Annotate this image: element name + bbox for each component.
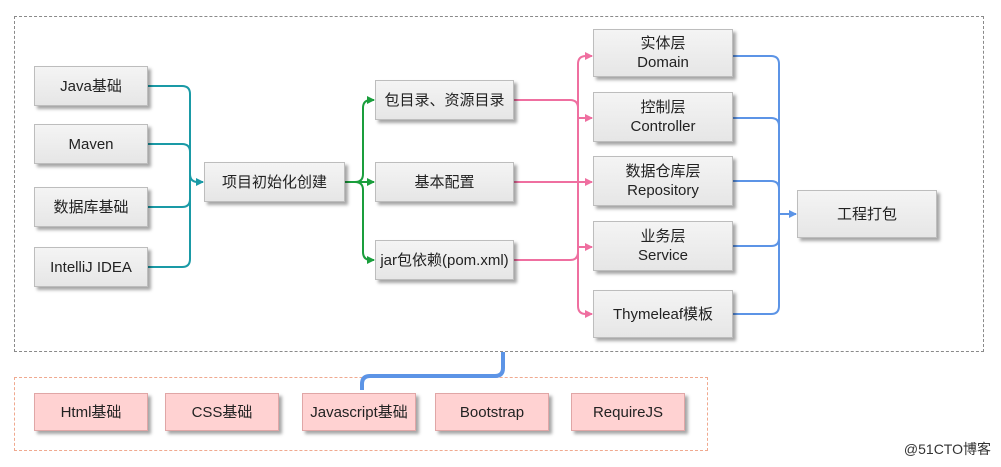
node-basic-config: 基本配置 bbox=[375, 162, 514, 202]
node-thymeleaf-templates: Thymeleaf模板 bbox=[593, 290, 733, 338]
frontend-frame bbox=[14, 377, 708, 451]
node-html-basics: Html基础 bbox=[34, 393, 148, 431]
node-project-init: 项目初始化创建 bbox=[204, 162, 345, 202]
node-bootstrap: Bootstrap bbox=[435, 393, 549, 431]
node-maven: Maven bbox=[34, 124, 148, 164]
node-database-basics: 数据库基础 bbox=[34, 187, 148, 227]
watermark: @51CTO博客 bbox=[903, 441, 991, 457]
node-requirejs: RequireJS bbox=[571, 393, 685, 431]
node-jar-dependencies: jar包依赖(pom.xml) bbox=[375, 240, 514, 280]
node-javascript-basics: Javascript基础 bbox=[302, 393, 416, 431]
node-intellij-idea: IntelliJ IDEA bbox=[34, 247, 148, 287]
node-css-basics: CSS基础 bbox=[165, 393, 279, 431]
node-java-basics: Java基础 bbox=[34, 66, 148, 106]
node-project-packaging: 工程打包 bbox=[797, 190, 937, 238]
node-package-resource-dirs: 包目录、资源目录 bbox=[375, 80, 514, 120]
backend-frame bbox=[14, 16, 984, 352]
